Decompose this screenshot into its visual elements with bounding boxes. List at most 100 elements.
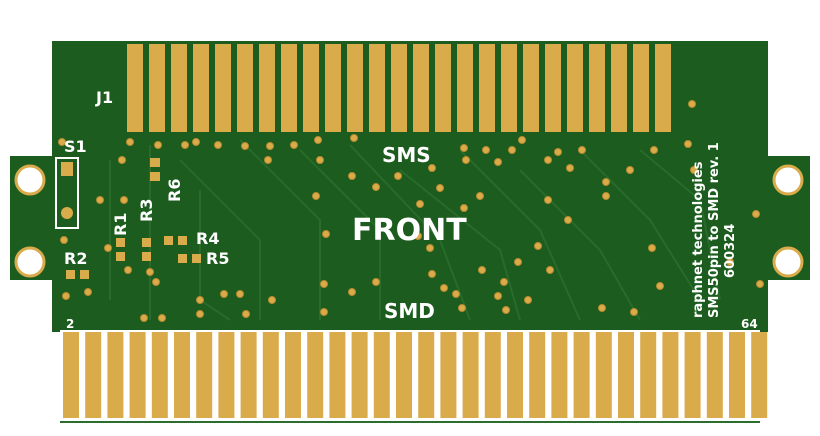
via — [320, 280, 328, 288]
via — [564, 216, 572, 224]
via — [104, 244, 112, 252]
via — [482, 146, 490, 154]
via — [264, 156, 272, 164]
bottom-finger — [618, 332, 634, 418]
left-top-mount-hole — [14, 164, 46, 196]
via — [322, 230, 330, 238]
via — [426, 244, 434, 252]
top-finger — [149, 44, 165, 132]
via — [544, 156, 552, 164]
via — [534, 242, 542, 250]
top-finger — [127, 44, 143, 132]
via — [414, 232, 422, 240]
via — [656, 282, 664, 290]
via — [372, 183, 380, 191]
via — [598, 304, 606, 312]
via — [688, 100, 696, 108]
via — [508, 146, 516, 154]
bottom-finger — [373, 332, 390, 418]
bottom-finger — [462, 332, 479, 418]
bottom-finger — [329, 332, 346, 418]
bottom-finger — [262, 332, 279, 418]
top-finger — [413, 44, 429, 132]
via — [60, 236, 68, 244]
top-finger — [633, 44, 649, 132]
bottom-finger — [440, 332, 457, 418]
via — [416, 200, 424, 208]
right-bottom-mount-hole — [772, 246, 804, 278]
via — [626, 166, 634, 174]
bottom-finger — [507, 332, 523, 418]
vias — [58, 100, 764, 322]
bottom-finger — [396, 332, 412, 418]
via — [220, 290, 228, 298]
top-finger — [369, 44, 385, 132]
via — [554, 148, 562, 156]
bottom-finger — [751, 332, 768, 418]
top-finger — [347, 44, 363, 132]
via — [214, 141, 222, 149]
via — [152, 278, 160, 286]
via — [120, 196, 128, 204]
via — [602, 178, 610, 186]
via — [494, 292, 502, 300]
via — [140, 314, 148, 322]
via — [350, 134, 358, 142]
via — [752, 210, 760, 218]
bottom-finger — [351, 332, 368, 418]
via — [314, 136, 322, 144]
bottom-finger — [684, 332, 701, 418]
bottom-finger — [729, 332, 745, 418]
label-smd: SMD — [384, 299, 435, 323]
via — [58, 138, 66, 146]
top-finger — [325, 44, 341, 132]
via — [650, 146, 658, 154]
label-pin-2: 2 — [66, 317, 74, 331]
label-j1: J1 — [95, 88, 113, 107]
bottom-edge-connector — [63, 332, 768, 418]
top-finger — [435, 44, 451, 132]
top-finger — [479, 44, 495, 132]
top-finger — [391, 44, 407, 132]
switch-s1-pad-square — [61, 162, 73, 176]
via — [266, 142, 274, 150]
via — [602, 192, 610, 200]
bottom-finger — [196, 332, 213, 418]
via — [196, 310, 204, 318]
via — [316, 156, 324, 164]
top-finger — [501, 44, 517, 132]
via — [428, 164, 436, 172]
via — [544, 196, 552, 204]
via — [242, 310, 250, 318]
via — [154, 141, 162, 149]
smd-pads — [66, 158, 201, 279]
label-r5: R5 — [206, 249, 229, 268]
via — [630, 308, 638, 316]
bottom-finger — [573, 332, 590, 418]
via — [146, 268, 154, 276]
via — [684, 140, 692, 148]
board-info-block: raphnet technologies SMS50pin to SMD rev… — [691, 142, 738, 318]
left-bottom-mount-hole — [14, 246, 46, 278]
via — [372, 278, 380, 286]
bottom-finger — [218, 332, 235, 418]
label-pin-64: 64 — [741, 317, 758, 331]
via — [312, 192, 320, 200]
label-r3: R3 — [137, 199, 156, 222]
bottom-finger — [551, 332, 568, 418]
via — [290, 141, 298, 149]
top-finger — [545, 44, 561, 132]
top-finger — [259, 44, 275, 132]
via — [124, 266, 132, 274]
bottom-finger — [151, 332, 168, 418]
via — [648, 244, 656, 252]
bottom-finger — [484, 332, 501, 418]
bottom-finger — [85, 332, 102, 418]
via — [348, 172, 356, 180]
via — [502, 306, 510, 314]
via — [460, 204, 468, 212]
board-info-line1: raphnet technologies — [691, 161, 706, 318]
label-r2: R2 — [64, 249, 87, 268]
switch-s1-pad-round — [61, 207, 73, 219]
